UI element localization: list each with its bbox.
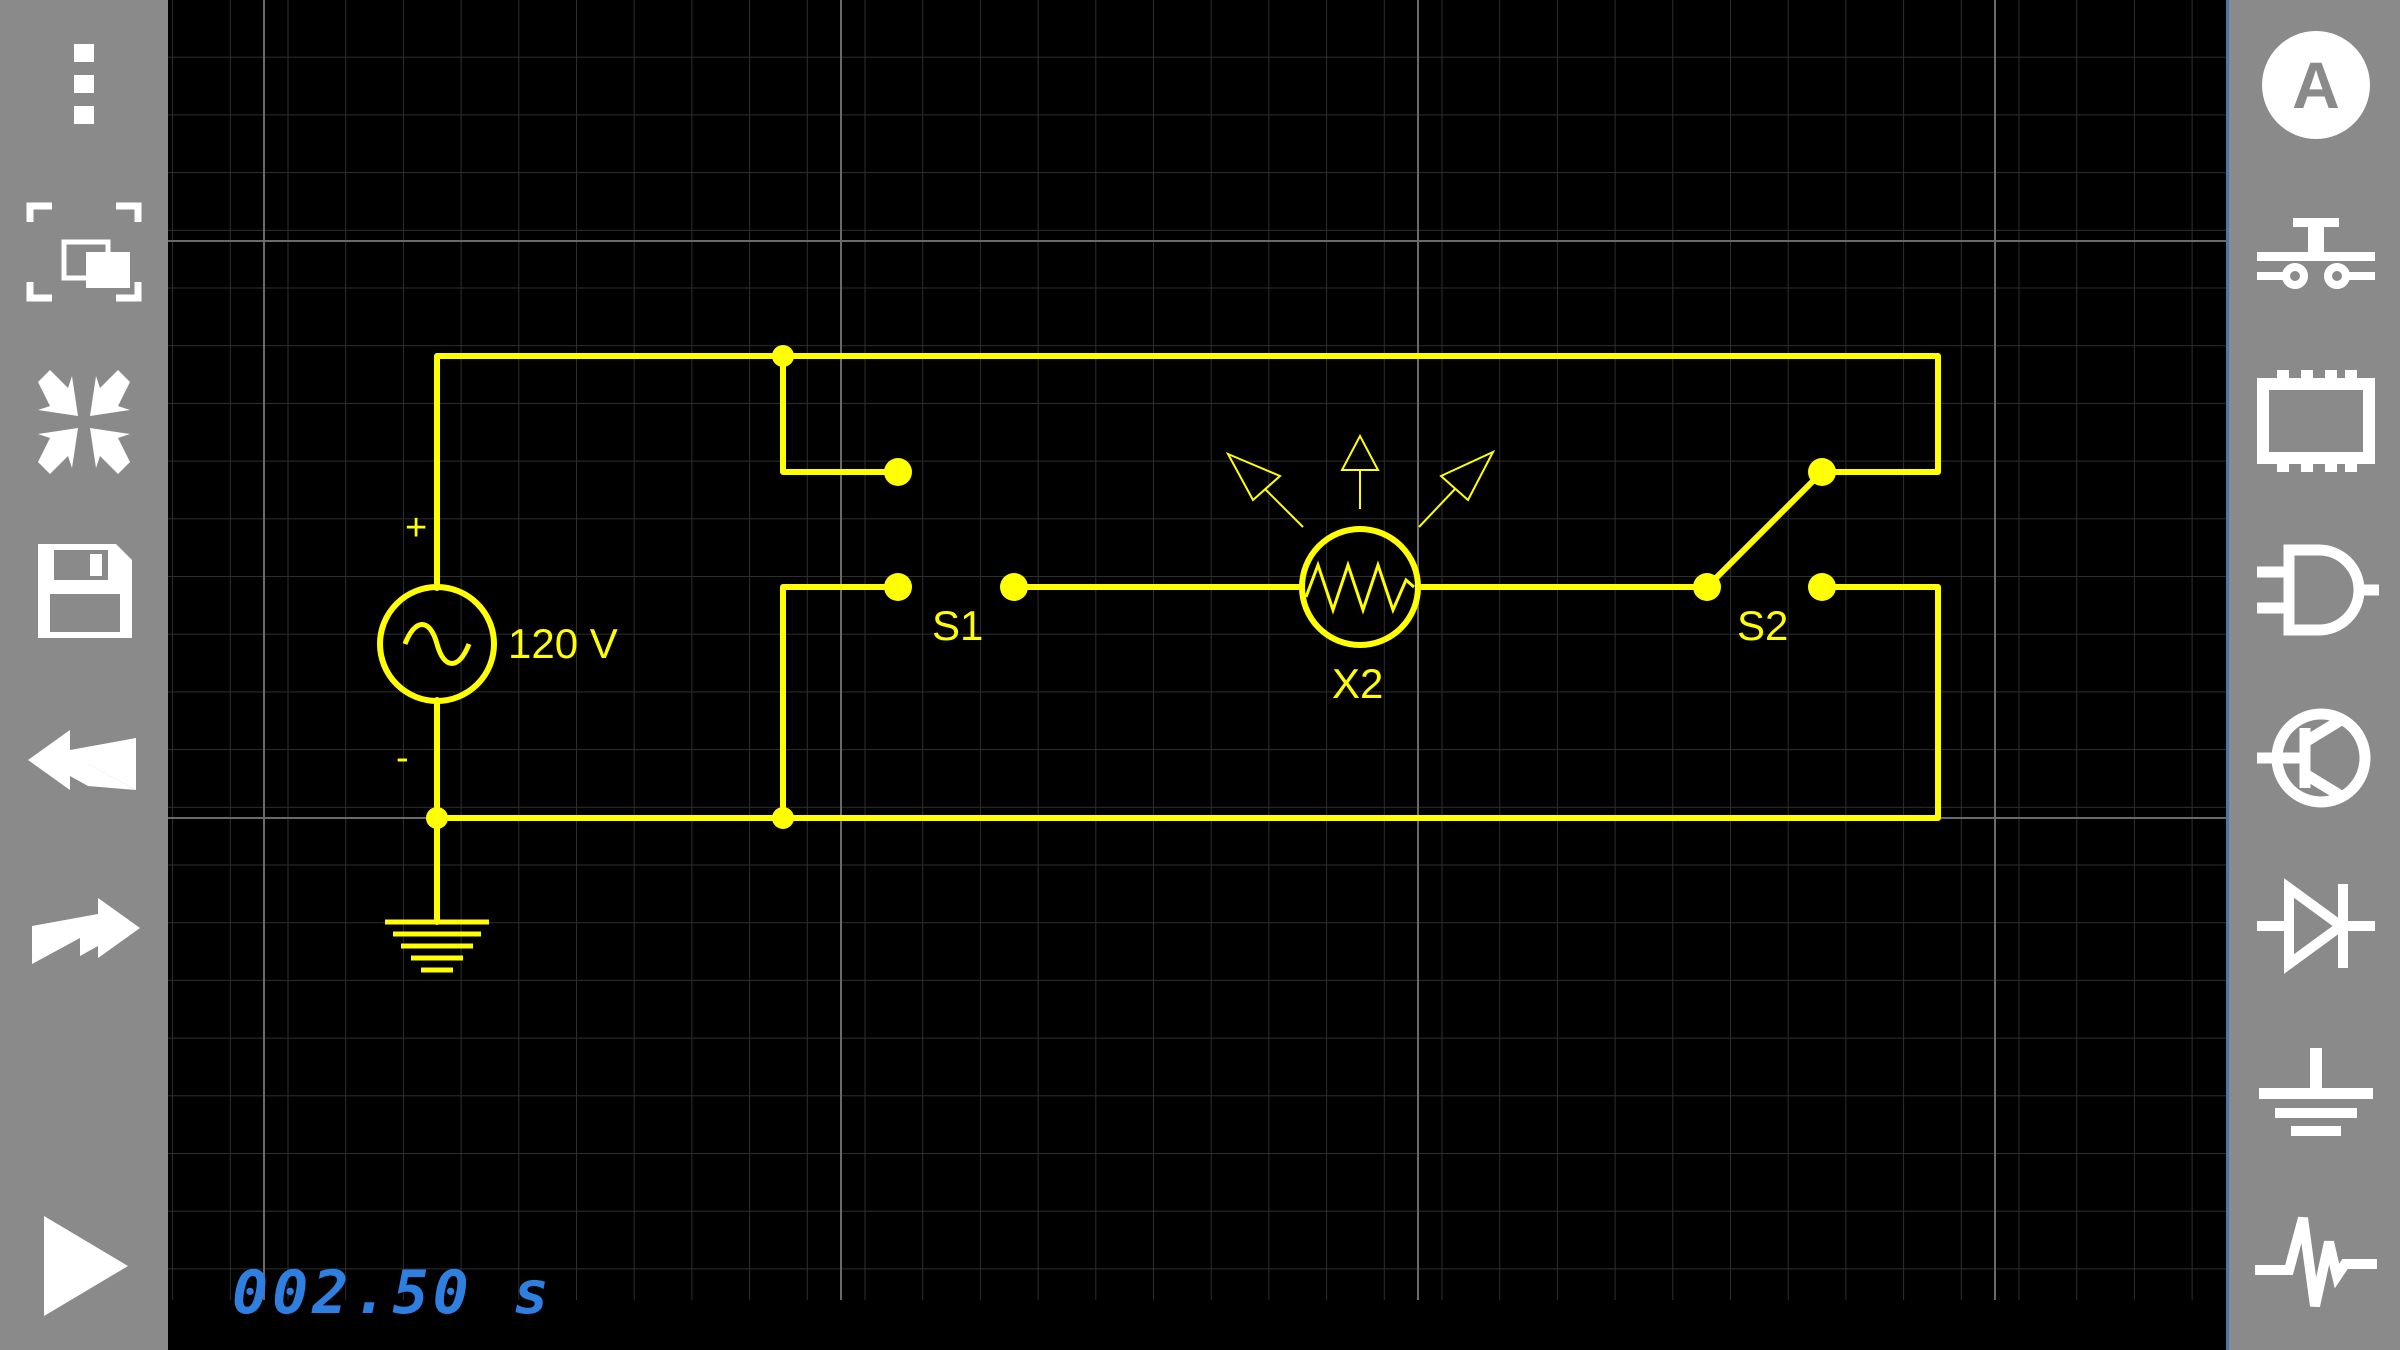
transistor-button[interactable]: [2249, 690, 2383, 824]
light-rays: [1225, 433, 1496, 528]
ic-chip-icon: [2257, 370, 2375, 472]
collapse-button[interactable]: [24, 362, 144, 482]
diode-button[interactable]: [2249, 858, 2383, 992]
simulation-time-readout: 002.50 s: [232, 1258, 553, 1328]
collapse-icon: [38, 370, 130, 474]
circuit-canvas[interactable]: + - 120 V S1 S2 X2: [168, 0, 2226, 1300]
ic-chip-button[interactable]: [2249, 354, 2383, 488]
wires: [434, 353, 1941, 925]
ac-source[interactable]: [377, 584, 497, 704]
meter-icon: A: [2262, 31, 2370, 139]
undo-icon: [28, 730, 136, 790]
grid-minor: [168, 0, 2226, 1300]
signal-button[interactable]: [2249, 1194, 2383, 1328]
schematic: + - 120 V S1 S2 X2: [168, 0, 2226, 1300]
ground-icon: [2259, 1048, 2373, 1136]
right-toolbar: A: [2226, 0, 2400, 1350]
undo-button[interactable]: [24, 700, 144, 820]
signal-icon: [2255, 1216, 2377, 1308]
source-value-label: 120 V: [508, 620, 618, 667]
play-button[interactable]: [24, 1206, 144, 1326]
fit-screen-icon: [26, 202, 142, 302]
switch-icon: [2257, 218, 2375, 289]
save-icon: [38, 544, 132, 638]
ground-button[interactable]: [2249, 1026, 2383, 1160]
overflow-menu-icon: [74, 44, 94, 124]
save-button[interactable]: [24, 530, 144, 650]
source-plus-label: +: [405, 507, 427, 549]
left-toolbar: [0, 0, 168, 1350]
meter-letter: A: [2292, 48, 2340, 122]
play-icon: [44, 1216, 128, 1316]
canvas-footer: [168, 1300, 2226, 1350]
diode-icon: [2257, 878, 2375, 974]
overflow-menu-button[interactable]: [24, 24, 144, 144]
lamp[interactable]: [1299, 526, 1421, 648]
fit-screen-button[interactable]: [24, 192, 144, 312]
switch2-label: S2: [1737, 602, 1788, 649]
nodes: [426, 345, 1836, 829]
ground-symbol[interactable]: [385, 919, 489, 973]
redo-icon: [32, 898, 140, 964]
lamp-label: X2: [1332, 660, 1383, 707]
switch1-label: S1: [932, 602, 983, 649]
logic-gate-button[interactable]: [2249, 522, 2383, 656]
transistor-icon: [2257, 708, 2371, 808]
switch-component-button[interactable]: [2249, 186, 2383, 320]
logic-gate-icon: [2257, 544, 2379, 636]
redo-button[interactable]: [24, 868, 144, 988]
meter-button[interactable]: A: [2249, 18, 2383, 152]
source-minus-label: -: [396, 737, 409, 779]
